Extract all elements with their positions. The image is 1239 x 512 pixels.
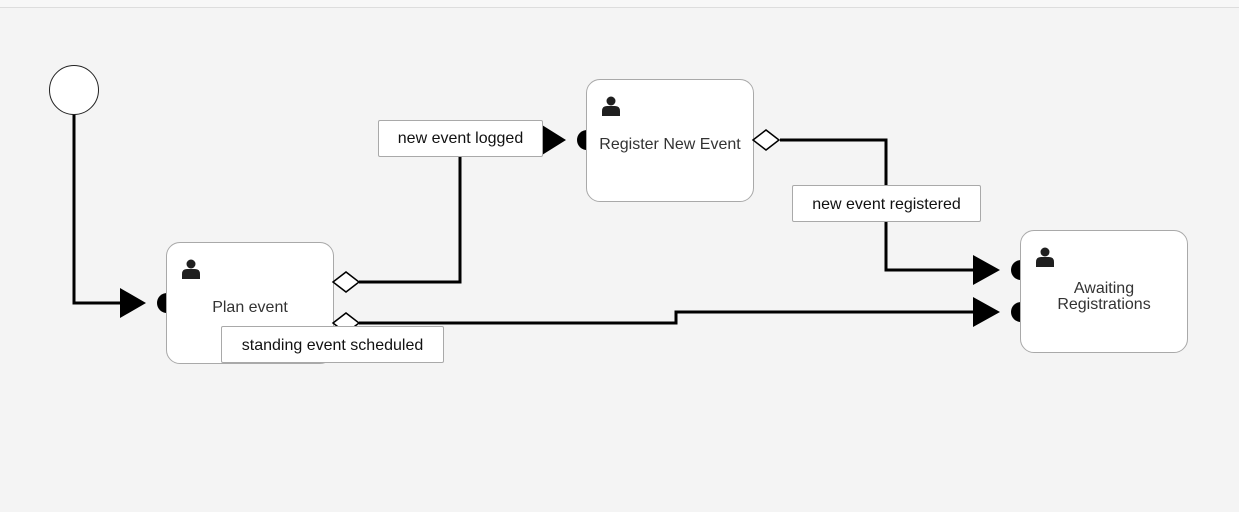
task-label-line-1: Awaiting (1073, 280, 1135, 297)
top-toolbar-edge (0, 0, 1239, 8)
arrowhead-awaiting-2 (973, 297, 1000, 327)
arrowhead-awaiting-1 (973, 255, 1000, 285)
task-label: Plan event (212, 299, 288, 316)
register-event-port-disc (577, 130, 587, 150)
arrowhead-register-event (542, 125, 566, 155)
awaiting-port-disc-2 (1011, 302, 1021, 322)
task-label-line-2: Registrations (1057, 296, 1151, 313)
start-event-circle[interactable] (49, 65, 99, 115)
flow-label-new-event-logged[interactable]: new event logged (378, 120, 543, 157)
flow-label-standing-event-scheduled[interactable]: standing event scheduled (221, 326, 444, 363)
task-label: Register New Event (599, 136, 741, 153)
user-icon (1036, 247, 1054, 267)
user-icon (182, 259, 200, 279)
arrowhead-plan-event (120, 288, 146, 318)
connector-start-to-plan-event[interactable] (72, 114, 122, 305)
user-icon (602, 96, 620, 116)
task-awaiting-registrations[interactable]: Awaiting Registrations (1020, 230, 1188, 353)
flow-label-new-event-registered[interactable]: new event registered (792, 185, 981, 222)
task-register-new-event[interactable]: Register New Event (586, 79, 754, 202)
connector-standing-event-scheduled[interactable] (359, 310, 978, 325)
arrowheads (120, 125, 1000, 327)
plan-event-port-disc (157, 293, 167, 313)
port-discs (157, 130, 1021, 322)
awaiting-port-disc-1 (1011, 260, 1021, 280)
connector-new-event-logged[interactable] (359, 138, 545, 284)
